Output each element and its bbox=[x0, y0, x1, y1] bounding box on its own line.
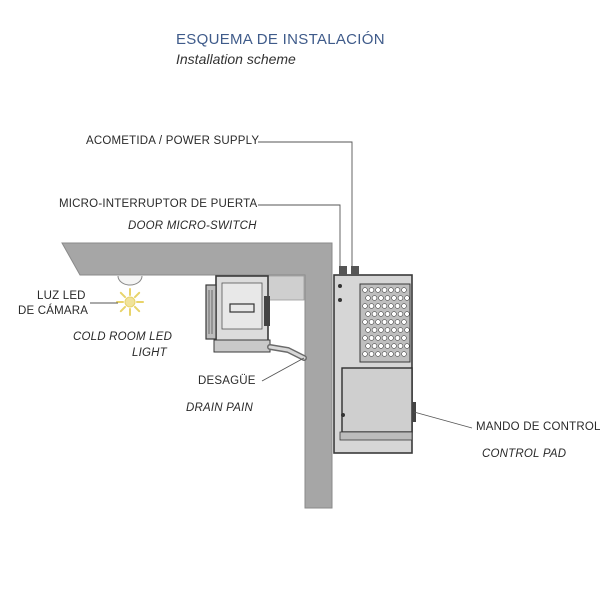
grille-hole bbox=[371, 343, 378, 349]
label-control-en: CONTROL PAD bbox=[482, 448, 567, 460]
grille-hole bbox=[381, 287, 388, 293]
grille-hole bbox=[381, 335, 388, 341]
grille-hole bbox=[378, 295, 384, 301]
grille-hole bbox=[391, 343, 397, 349]
ceiling-recess bbox=[267, 275, 305, 301]
leader-control bbox=[413, 411, 473, 429]
grille-hole bbox=[362, 335, 368, 341]
evaporator-unit bbox=[205, 275, 271, 353]
grille-hole bbox=[397, 327, 404, 333]
grille-hole bbox=[397, 295, 404, 301]
label-led-en-line2: LIGHT bbox=[132, 347, 167, 359]
grille-hole bbox=[362, 319, 368, 325]
grille-hole bbox=[365, 295, 371, 301]
fan-grille bbox=[362, 287, 410, 357]
grille-hole bbox=[391, 327, 397, 333]
grille-hole bbox=[381, 319, 388, 325]
grille-hole bbox=[375, 351, 381, 357]
grille-hole bbox=[404, 311, 410, 317]
grille-hole bbox=[394, 351, 401, 357]
label-micro-switch-es: MICRO-INTERRUPTOR DE PUERTA bbox=[59, 198, 258, 210]
led-ray bbox=[119, 291, 127, 299]
leader-drain bbox=[261, 357, 305, 382]
grille-hole bbox=[404, 295, 410, 301]
grille-hole bbox=[371, 295, 378, 301]
label-power-supply: ACOMETIDA / POWER SUPPLY bbox=[86, 135, 260, 147]
grille-hole bbox=[378, 343, 384, 349]
grille-hole bbox=[381, 303, 388, 309]
led-ray bbox=[133, 305, 141, 313]
diagram-title: ESQUEMA DE INSTALACIÓN bbox=[176, 31, 385, 48]
grille-hole bbox=[404, 327, 410, 333]
grille-hole bbox=[388, 287, 394, 293]
leader-lines bbox=[90, 141, 473, 429]
grille-hole bbox=[362, 303, 368, 309]
grille-hole bbox=[375, 319, 381, 325]
grille-hole bbox=[388, 351, 394, 357]
label-drain-es: DESAGÜE bbox=[198, 375, 256, 387]
grille-hole bbox=[368, 351, 375, 357]
label-drain-en: DRAIN PAIN bbox=[186, 402, 253, 414]
grille-hole bbox=[362, 351, 368, 357]
grille-hole bbox=[388, 303, 394, 309]
grille-hole bbox=[365, 327, 371, 333]
grille-hole bbox=[371, 327, 378, 333]
label-micro-switch-en: DOOR MICRO-SWITCH bbox=[128, 220, 257, 232]
grille-hole bbox=[384, 295, 391, 301]
grille-hole bbox=[384, 327, 391, 333]
grille-hole bbox=[375, 335, 381, 341]
grille-hole bbox=[394, 303, 401, 309]
grille-hole bbox=[368, 319, 375, 325]
diagram-subtitle: Installation scheme bbox=[176, 51, 296, 67]
grille-hole bbox=[368, 335, 375, 341]
grille-hole bbox=[401, 287, 407, 293]
grille-hole bbox=[368, 303, 375, 309]
grille-hole bbox=[388, 335, 394, 341]
led-light-icon bbox=[116, 275, 144, 316]
grille-hole bbox=[397, 343, 404, 349]
grille-hole bbox=[401, 303, 407, 309]
grille-hole bbox=[394, 335, 401, 341]
grille-hole bbox=[371, 311, 378, 317]
grille-hole bbox=[384, 311, 391, 317]
condensing-unit bbox=[333, 266, 416, 454]
grille-hole bbox=[375, 303, 381, 309]
grille-hole bbox=[397, 311, 404, 317]
grille-hole bbox=[394, 287, 401, 293]
grille-hole bbox=[391, 295, 397, 301]
label-led-es-line2: DE CÁMARA bbox=[18, 305, 89, 317]
grille-hole bbox=[391, 311, 397, 317]
led-ray bbox=[133, 291, 141, 299]
leader-power-supply bbox=[258, 141, 353, 268]
grille-hole bbox=[365, 343, 371, 349]
wall-section bbox=[61, 242, 333, 509]
grille-hole bbox=[381, 351, 388, 357]
grille-hole bbox=[384, 343, 391, 349]
grille-hole bbox=[388, 319, 394, 325]
drain-pipe bbox=[267, 344, 307, 361]
grille-hole bbox=[378, 311, 384, 317]
grille-hole bbox=[401, 351, 407, 357]
grille-hole bbox=[404, 343, 410, 349]
leader-micro-switch bbox=[258, 204, 341, 268]
grille-hole bbox=[375, 287, 381, 293]
led-ray bbox=[119, 305, 127, 313]
grille-hole bbox=[362, 287, 368, 293]
grille-hole bbox=[368, 287, 375, 293]
grille-hole bbox=[378, 327, 384, 333]
grille-hole bbox=[394, 319, 401, 325]
label-control-es: MANDO DE CONTROL bbox=[476, 421, 600, 433]
grille-hole bbox=[401, 335, 407, 341]
label-led-es-line1: LUZ LED bbox=[37, 290, 86, 302]
grille-hole bbox=[365, 311, 371, 317]
grille-hole bbox=[401, 319, 407, 325]
label-led-en-line1: COLD ROOM LED bbox=[73, 331, 173, 343]
